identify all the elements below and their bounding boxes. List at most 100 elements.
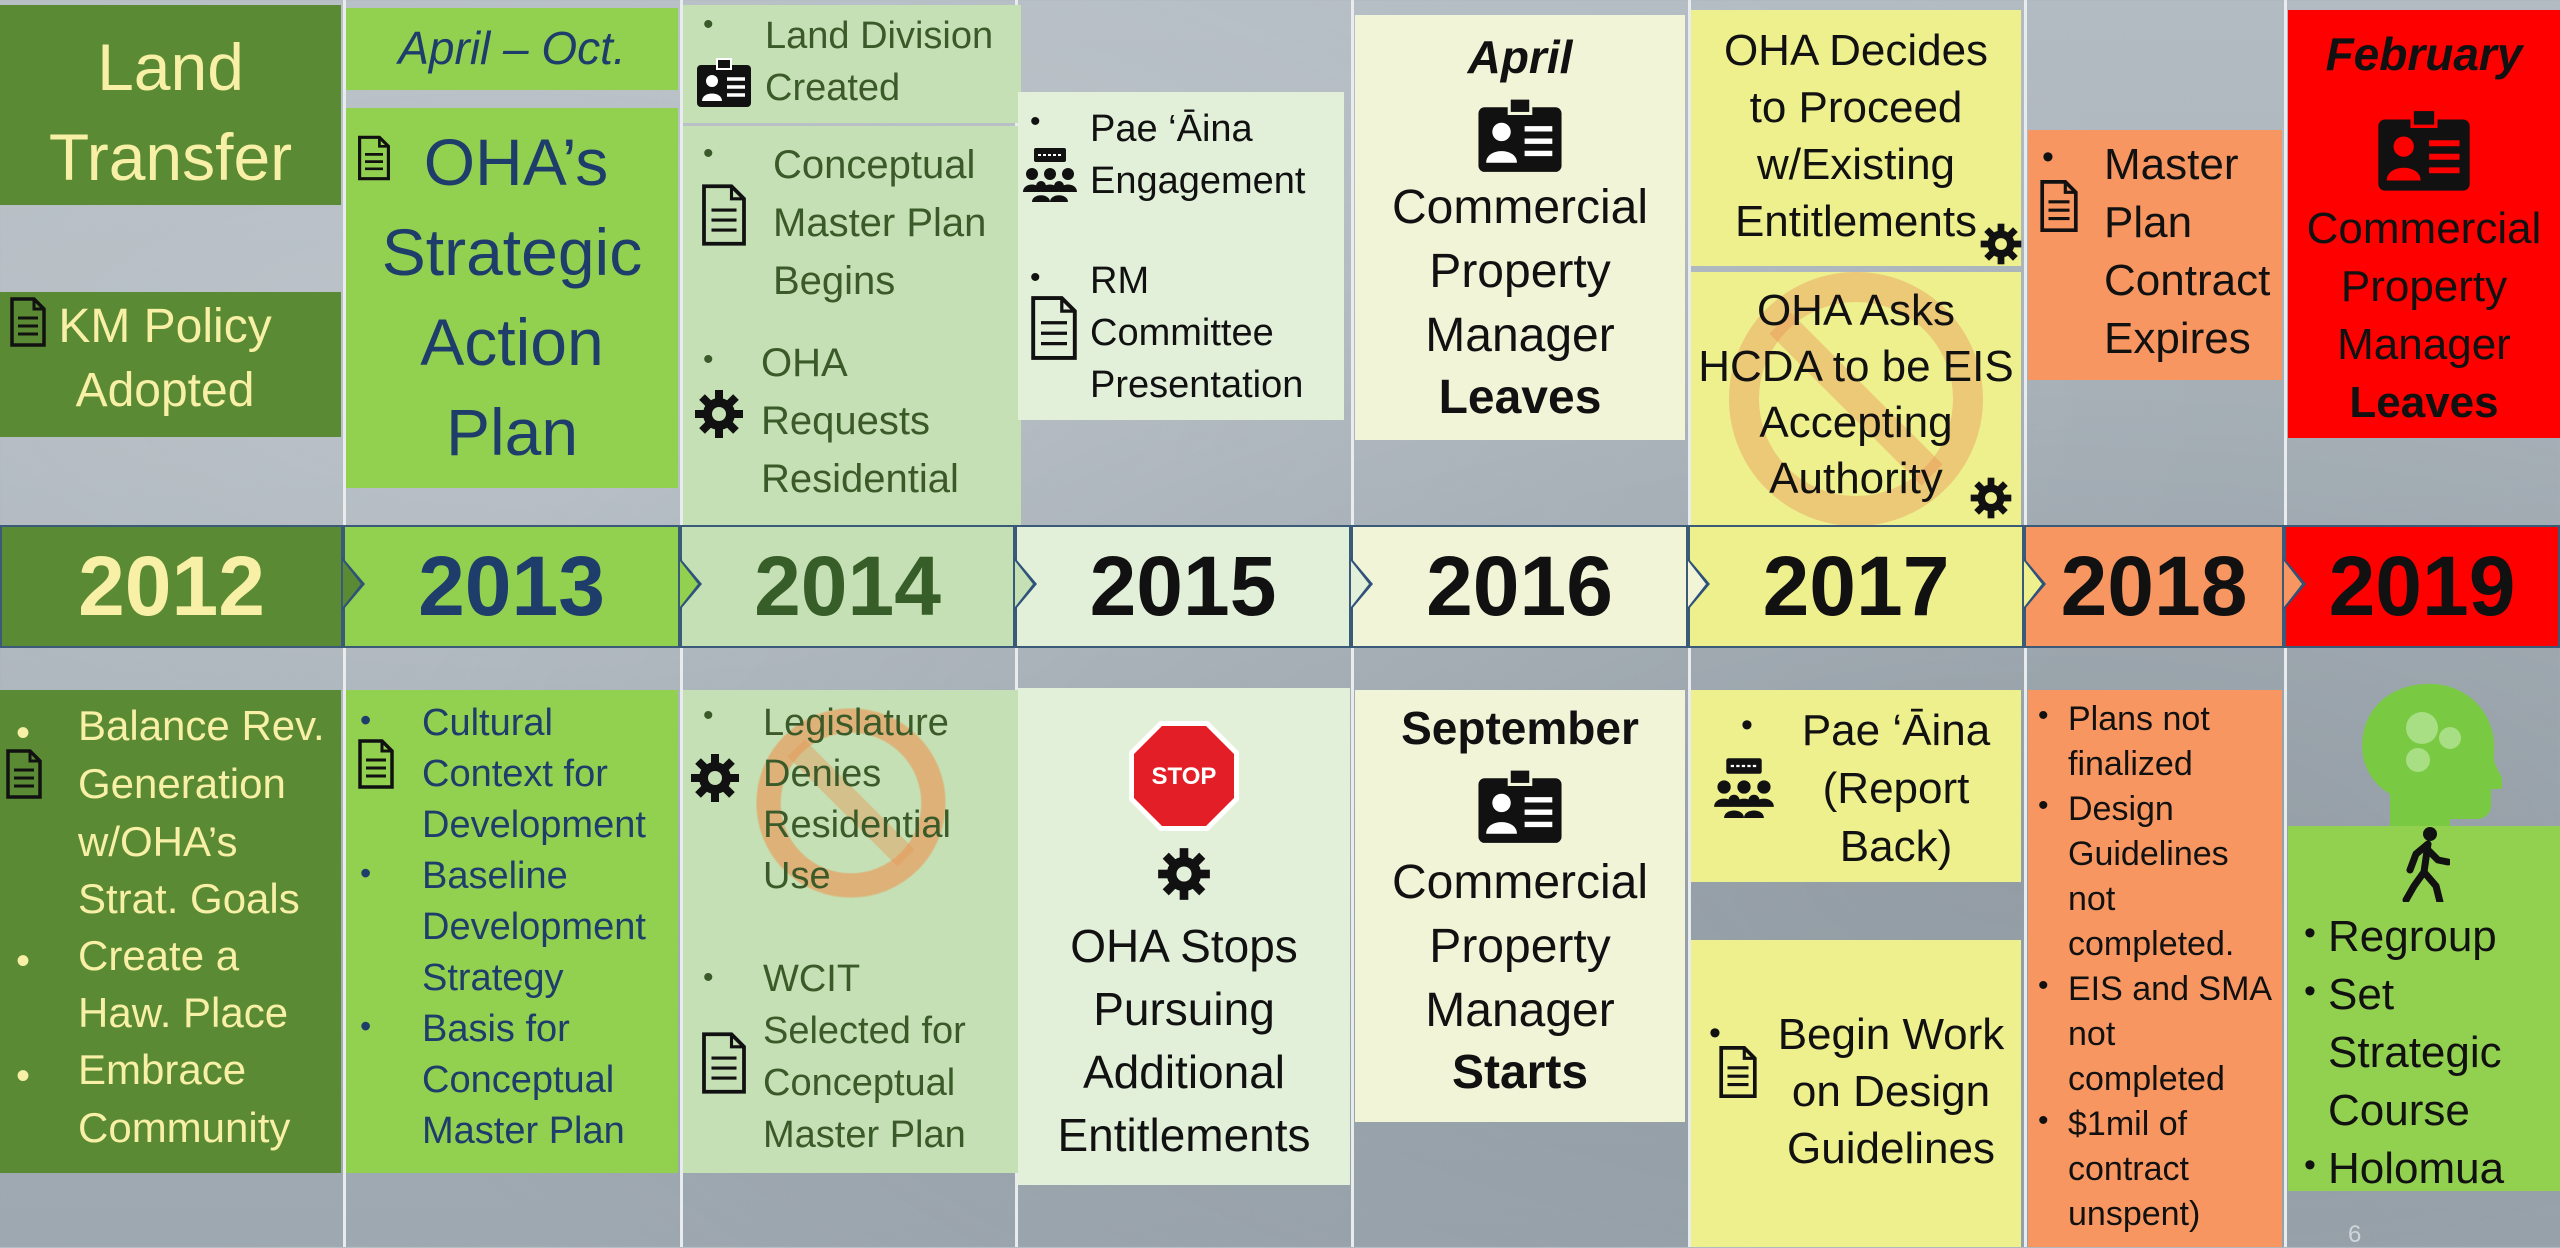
bullet: • [2038,789,2049,822]
prohibited-sign-icon [757,709,945,897]
year-2012: 2012 [0,525,343,648]
bullet: • [1741,706,1753,744]
leaves-2019-line: Property [2340,262,2508,311]
bullet: • [703,8,714,41]
id-card-icon [1478,96,1562,172]
plan-line: OHA’s [423,125,609,199]
page-number: 6 [2348,1221,2362,1248]
period-label: April – Oct. [398,22,626,74]
legislature-line: Legislature [763,702,949,744]
baseline-line: Context for [422,753,608,795]
year-2019: 2019 [2284,525,2560,648]
document-icon [6,749,42,799]
year-2014: 2014 [680,525,1015,648]
oha-decides-line: Entitlements [1734,197,1978,246]
year-2018: 2018 [2024,525,2284,648]
plan-line: Strategic [381,215,643,289]
master-plan-begins-box: • Conceptual Master Plan Begins • OHA Re… [683,126,1021,526]
legislature-line: Residential [763,804,951,846]
oha-requests-line: Requests [761,399,930,443]
starts-line: Property [1429,920,1611,973]
bullet: • [2038,1104,2049,1137]
gear-icon [1980,223,2022,265]
document-icon [2040,180,2078,232]
manager-leaves-box: April Commercial Property Manager Leaves [1355,15,1685,440]
hcda-line: OHA Asks [1756,286,1956,335]
wcit-line: Master Plan [763,1114,966,1156]
land-transfer-title-line2: Transfer [48,120,293,194]
status-line: completed [2068,1060,2225,1098]
goal-line: Create a [78,932,240,979]
status-line: Design [2068,790,2174,828]
goal-line: w/OHA’s [78,818,238,865]
document-icon [10,297,46,347]
id-card-icon [697,58,751,107]
hcda-line: HCDA to be EIS [1698,342,2014,391]
report-back-line: Back) [1839,822,1953,871]
goal-line: Haw. Place [78,989,289,1036]
chevron-right-icon [1015,561,1033,607]
chevron-right-icon [680,561,698,607]
baseline-line: Master Plan [422,1110,625,1152]
bullet: • [1030,105,1041,138]
oha-stops-line: OHA Stops [1070,920,1298,972]
land-division-box: • Land Division Created [683,5,1021,123]
bullet: • [2038,699,2049,732]
bullet: • [360,702,372,738]
oha-requests-line: OHA [761,341,848,385]
legislature-line: Use [763,855,831,897]
bullet: • [16,1054,31,1098]
period-box: April – Oct. [346,8,678,90]
year-2013: 2013 [343,525,680,648]
document-icon [358,739,394,789]
bullet: • [703,699,714,732]
meeting-icon [1023,148,1077,202]
regroup-line: Course [2328,1086,2470,1135]
status-line: Plans not [2068,700,2210,738]
bullet: • [703,343,714,376]
design-guidelines-line: Begin Work [1777,1010,2005,1059]
engagement-line: Pae ‘Āina [1090,108,1253,150]
bullet: • [703,961,714,994]
id-card-icon [2378,107,2470,191]
plan-line: Plan [445,395,579,469]
oha-decides-line: w/Existing [1756,140,1956,189]
head-gears-icon [2362,683,2502,826]
bullet: • [2304,1146,2316,1184]
legislature-box: • Legislature Denies Residential Use • W… [683,690,1021,1173]
master-plan-line: Conceptual [773,143,976,187]
year-2016: 2016 [1351,525,1688,648]
km-policy-box: KM Policy Adopted [0,292,341,437]
wcit-line: Selected for [763,1010,966,1052]
engagement-box: • Pae ‘Āina Engagement • RM Committee Pr… [1018,92,1344,420]
oha-stops-line: Entitlements [1057,1109,1311,1161]
baseline-line: Cultural [422,702,553,744]
goals-box: • Balance Rev. Generation w/OHA’s Strat.… [0,690,341,1173]
starts-line: Manager [1425,984,1615,1037]
baseline-line: Basis for [422,1008,570,1050]
year-2015: 2015 [1015,525,1351,648]
manager-line: Commercial [1391,181,1649,234]
design-guidelines-box: • Begin Work on Design Guidelines [1691,940,2021,1247]
land-transfer-box: Land Transfer [0,5,341,205]
document-icon [358,135,390,181]
not-completed-box: • Plans not finalized • Design Guideline… [2028,690,2282,1247]
september-label: September [1401,702,1639,754]
expires-line: Master [2104,140,2239,189]
id-card-icon [1478,767,1562,843]
bullet: • [2304,914,2316,952]
status-line: finalized [2068,745,2193,783]
bullet: • [360,1008,372,1044]
regroup-line: Regroup [2328,912,2497,961]
manager-leaves-2019-box: February Commercial Property Manager Lea… [2288,10,2560,438]
engagement-line: Engagement [1090,160,1306,202]
committee-line: RM [1090,260,1150,302]
gear-icon [695,390,743,438]
master-plan-expires-box: • Master Plan Contract Expires [2028,130,2282,380]
starts-line: Commercial [1391,856,1649,909]
document-icon [1719,1046,1757,1098]
design-guidelines-line: on Design [1791,1067,1991,1116]
bullet: • [1030,261,1041,294]
hcda-line: Accepting [1759,398,1953,447]
leaves-2019-label: Leaves [2349,378,2499,427]
